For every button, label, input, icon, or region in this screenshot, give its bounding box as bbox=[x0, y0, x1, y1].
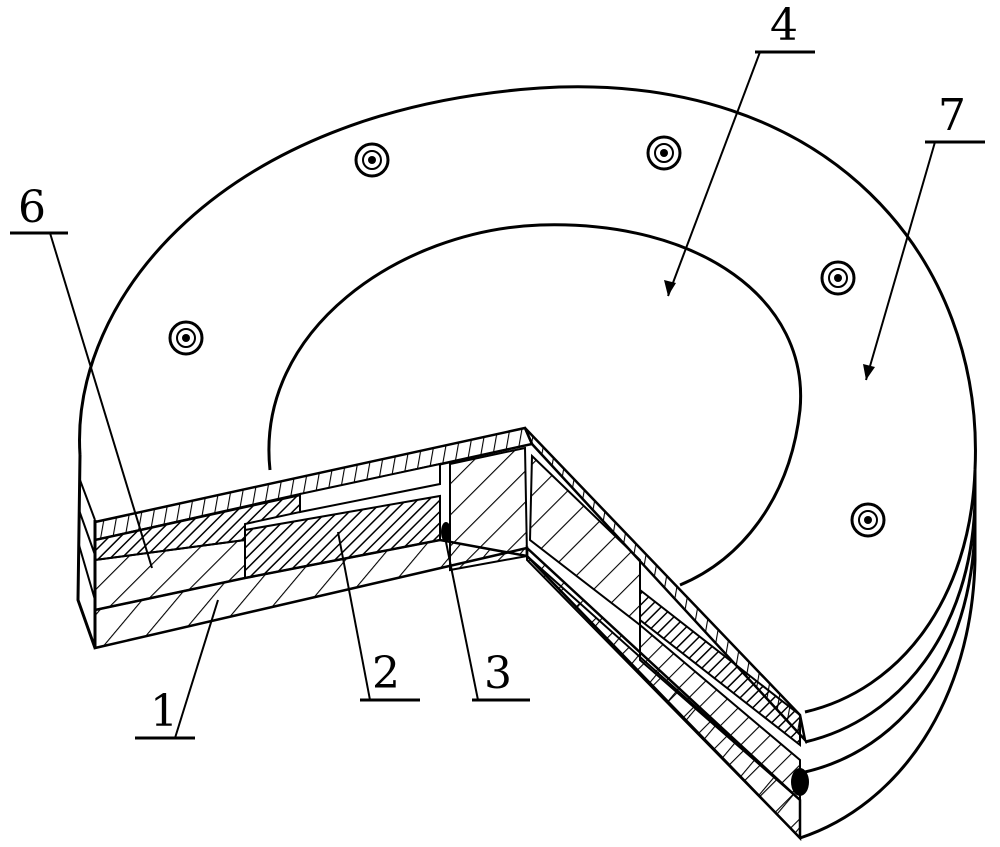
bolt-hole-icon bbox=[356, 144, 388, 176]
label-2: 2 bbox=[372, 648, 400, 699]
label-6: 6 bbox=[18, 182, 46, 233]
callout-7: 7 bbox=[863, 90, 985, 380]
bolt-hole-icon bbox=[822, 262, 854, 294]
bolt-hole-icon bbox=[170, 322, 202, 354]
bolt-hole-icon bbox=[648, 137, 680, 169]
label-4: 4 bbox=[770, 0, 798, 51]
o-ring-seal-right bbox=[791, 768, 809, 796]
callout-4: 4 bbox=[664, 0, 815, 296]
outer-side-edge-2 bbox=[805, 470, 975, 742]
label-1: 1 bbox=[150, 686, 178, 737]
bolt-hole-icon bbox=[852, 504, 884, 536]
left-side-layer-line-2 bbox=[79, 510, 95, 555]
outer-side-edge-1 bbox=[805, 470, 975, 712]
o-ring-seal-3 bbox=[441, 522, 451, 542]
label-3: 3 bbox=[484, 648, 512, 699]
left-side-layer-line-1 bbox=[80, 480, 95, 520]
label-7: 7 bbox=[938, 90, 966, 141]
left-side-layer-line-3 bbox=[79, 545, 95, 600]
outer-side-edge-3 bbox=[805, 500, 975, 772]
outer-side-edge-4 bbox=[800, 525, 975, 838]
callout-6: 6 bbox=[10, 182, 152, 568]
